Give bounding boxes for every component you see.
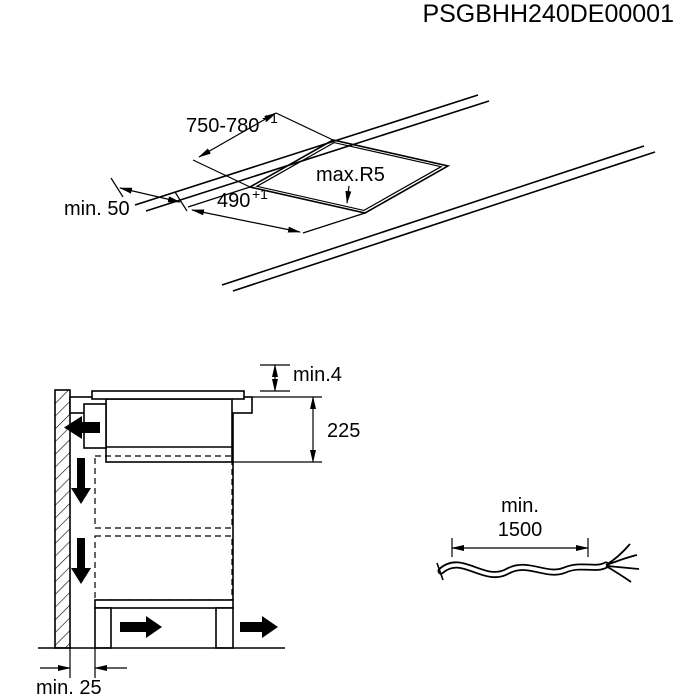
cabinet-dashed-drawer bbox=[94, 535, 233, 601]
cutout-depth-label: 490 bbox=[217, 190, 250, 212]
cabinet-dashed-drawer bbox=[94, 455, 233, 529]
worktop-edge-lines bbox=[134, 94, 656, 292]
cable-length-label: 1500 bbox=[498, 519, 543, 541]
cutout-diagram: 750-780 +1 490 +1 min. 50 max.R5 bbox=[64, 94, 656, 292]
width-dimension-line bbox=[198, 112, 277, 158]
cable-frayed-end bbox=[605, 543, 640, 583]
rear-gap-dimension bbox=[40, 648, 127, 678]
rear-gap-label: min. 25 bbox=[36, 677, 102, 699]
cutout-width-dimension bbox=[192, 112, 334, 188]
airflow-arrow-down-icon bbox=[71, 538, 91, 584]
airflow-arrow-right-icon bbox=[120, 616, 162, 638]
cable-min-label: min. bbox=[501, 495, 539, 517]
cutout-width-label: 750-780 bbox=[186, 115, 259, 137]
document-code: PSGBHH240DE00001 bbox=[422, 0, 674, 28]
airflow-arrow-left-icon bbox=[64, 416, 100, 439]
top-gap-label: min.4 bbox=[293, 364, 342, 386]
build-in-depth-label: 225 bbox=[327, 420, 360, 442]
cable-cut-end bbox=[436, 562, 444, 581]
rear-gap-witness bbox=[69, 648, 96, 678]
cutout-depth-dimension bbox=[187, 186, 366, 234]
airflow-arrow-right-icon bbox=[240, 616, 278, 638]
cabinet-bottom-panel bbox=[94, 599, 234, 609]
airflow-arrow-down-icon bbox=[71, 458, 91, 504]
cable-length-dimension bbox=[451, 538, 589, 557]
top-gap-dimension bbox=[260, 364, 290, 392]
cutout-width-tolerance: +1 bbox=[262, 110, 278, 126]
hob-glass bbox=[91, 390, 245, 400]
hob-body bbox=[105, 398, 233, 463]
depth-witness-lines bbox=[187, 186, 366, 234]
cutout-outline-outer bbox=[247, 139, 451, 214]
cable-diagram: min. 1500 bbox=[436, 495, 640, 583]
build-in-depth-dimension bbox=[232, 396, 322, 463]
width-witness-lines bbox=[192, 112, 334, 188]
section-diagram: min.4 225 min. 25 bbox=[36, 364, 360, 699]
cabinet-leg bbox=[215, 607, 234, 649]
cutout-outline-inner bbox=[255, 141, 443, 212]
corner-radius-arrow bbox=[345, 185, 352, 204]
cutout-depth-tolerance: +1 bbox=[252, 186, 268, 202]
edge-clearance-line bbox=[119, 187, 181, 203]
depth-dimension-line bbox=[191, 209, 301, 233]
corner-radius-label: max.R5 bbox=[316, 164, 385, 186]
power-cable-core bbox=[439, 563, 608, 577]
edge-clearance-label: min. 50 bbox=[64, 198, 130, 220]
cabinet-leg bbox=[94, 607, 112, 649]
edge-clearance-dimension bbox=[110, 177, 188, 212]
